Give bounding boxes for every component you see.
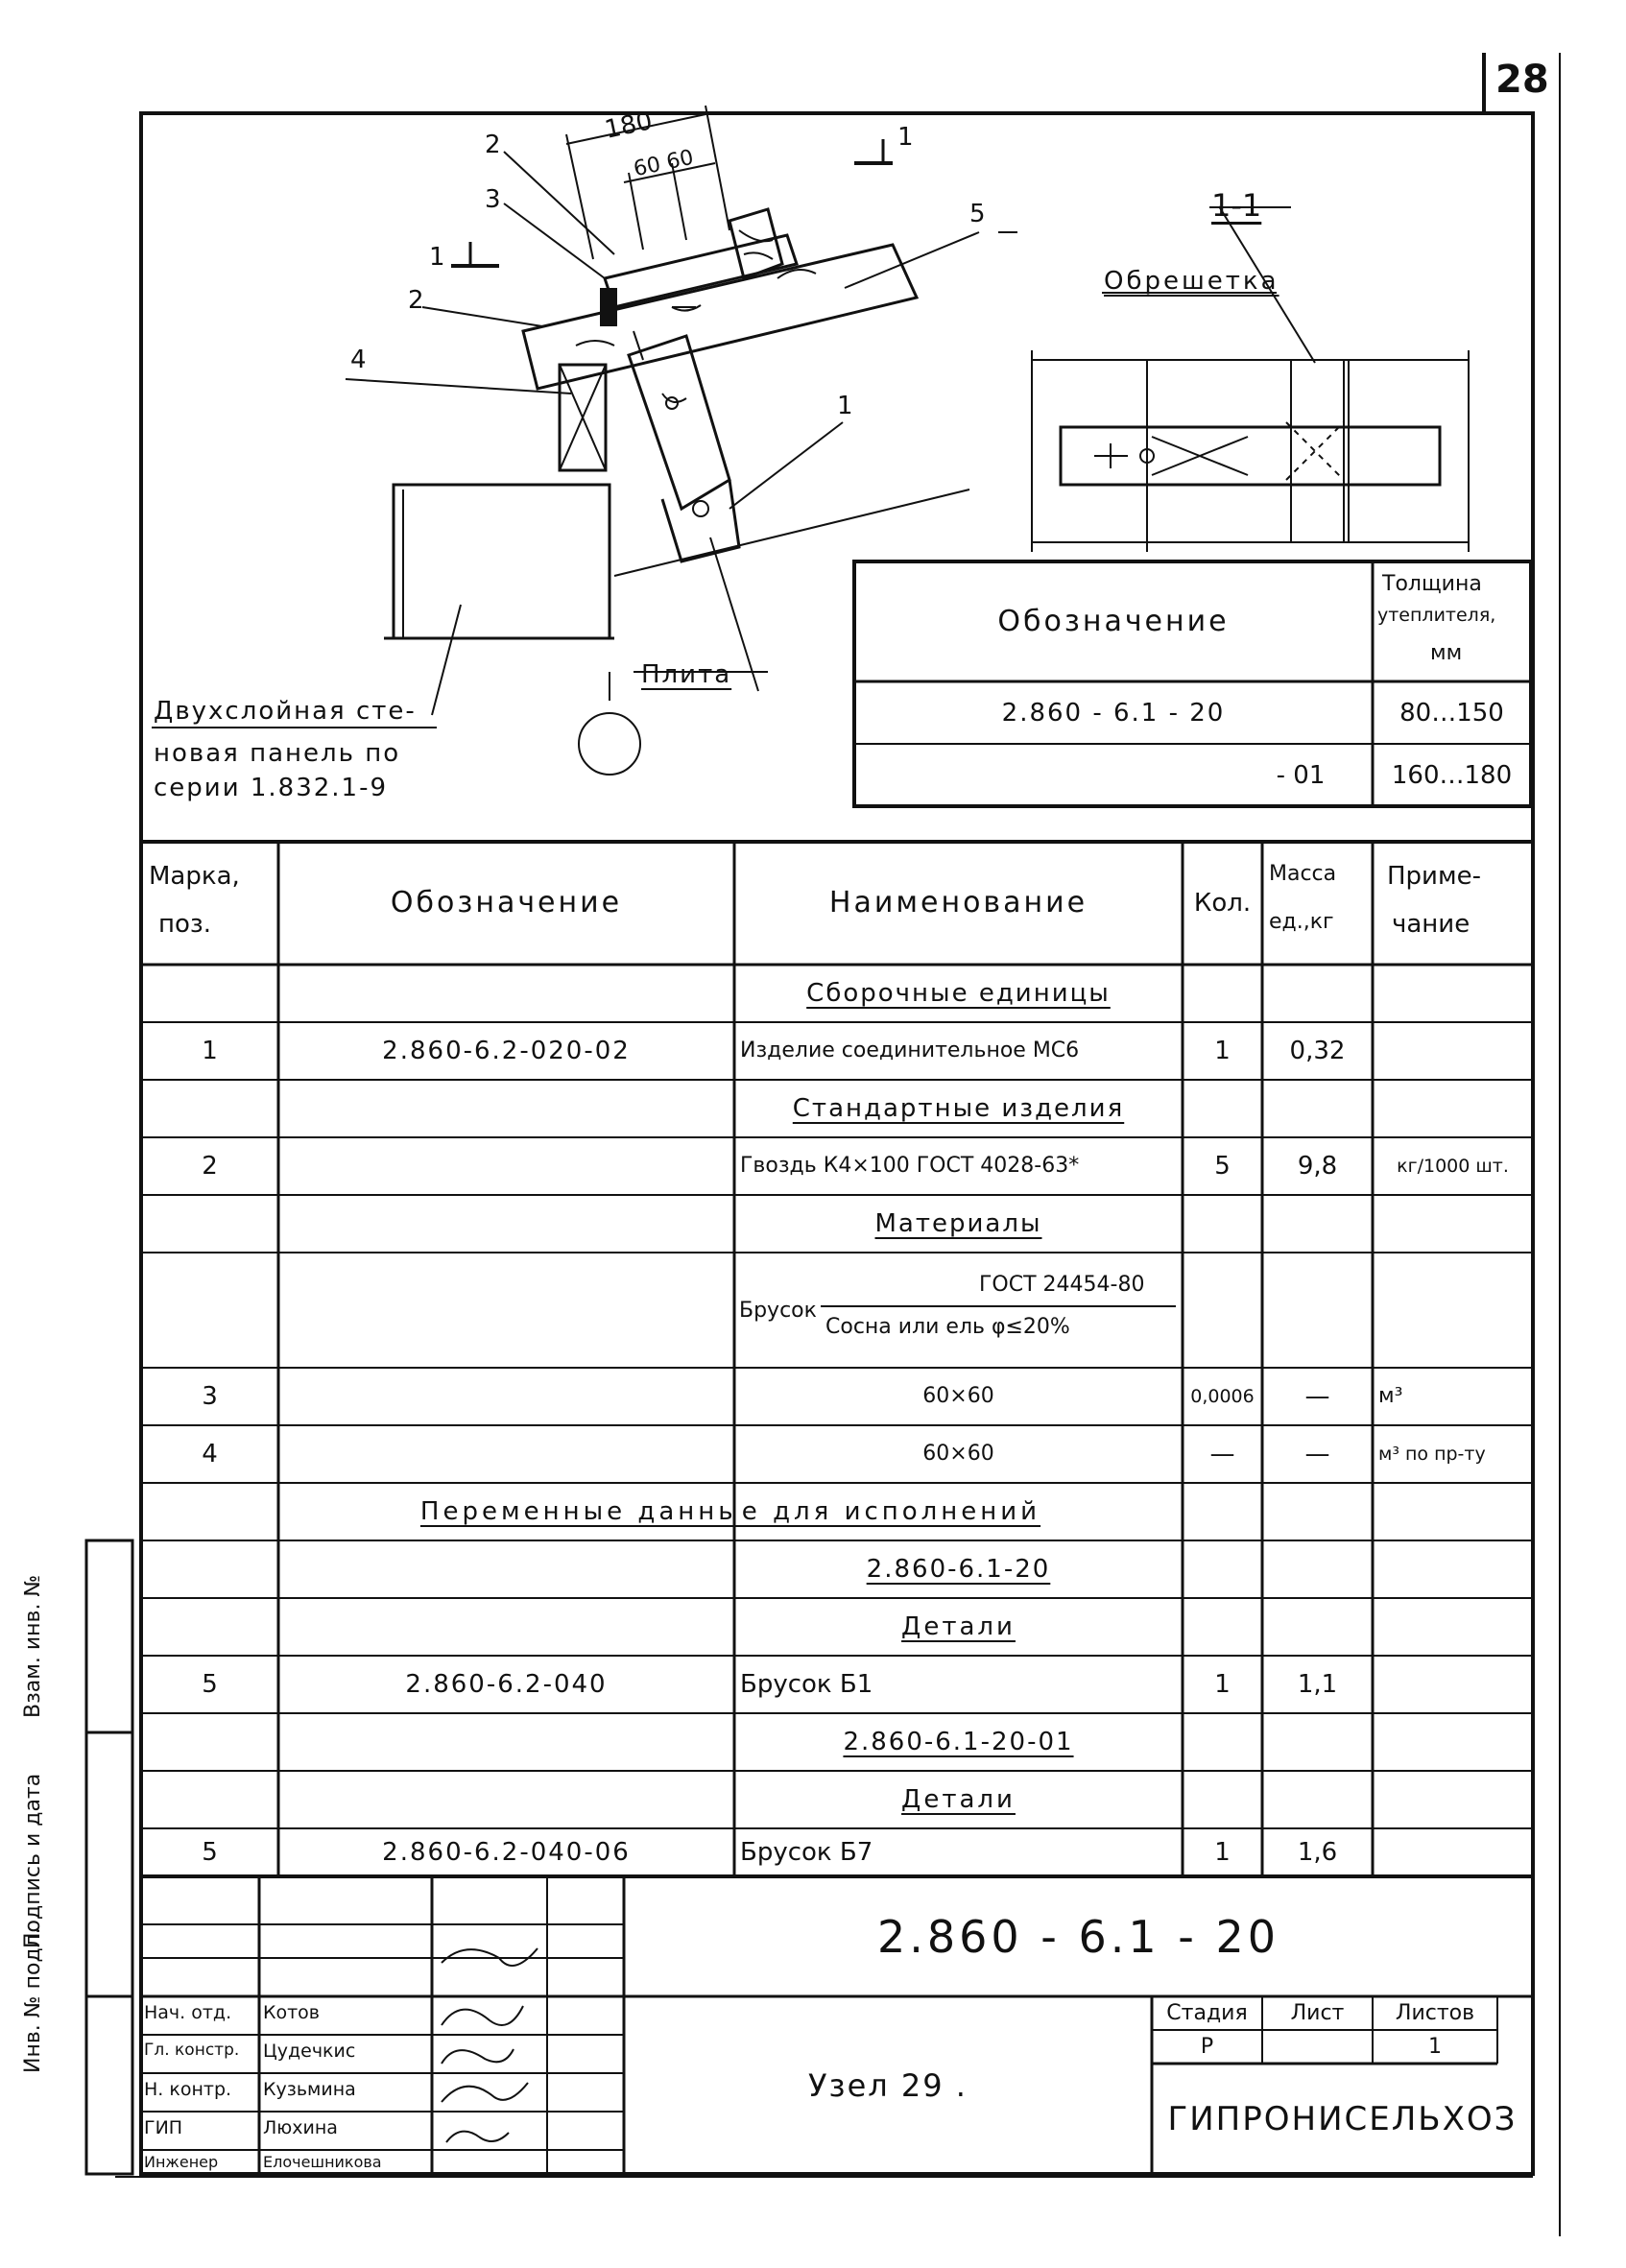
header-note-2: чание	[1392, 910, 1471, 939]
variant-header-thickness-3: мм	[1430, 641, 1463, 665]
section-mark-left: 1	[429, 243, 445, 272]
row-5b-name: Брусок Б7	[740, 1838, 873, 1867]
row-4-mass: —	[1304, 1440, 1330, 1468]
callout-2a: 2	[485, 131, 501, 159]
stage-header: Стадия	[1166, 2000, 1248, 2025]
material-name: Брусок	[739, 1299, 817, 1323]
row-5a-mark: 5	[202, 1670, 218, 1699]
row-1-mark: 1	[202, 1037, 218, 1065]
variant-row-2-designation: - 01	[1276, 760, 1326, 790]
header-note-1: Приме-	[1387, 862, 1481, 891]
variant-row-1-designation: 2.860 - 6.1 - 20	[1001, 698, 1226, 728]
side-label-inv-repl: Взам. инв. №	[21, 1574, 45, 1718]
row-5a-mass: 1,1	[1297, 1670, 1338, 1699]
section-standard: Стандартные изделия	[792, 1094, 1125, 1123]
signature-name-4: Люхина	[263, 2117, 338, 2138]
side-label-sign-date: Подпись и дата	[21, 1773, 45, 1948]
callout-1: 1	[837, 392, 853, 420]
row-4-note: м³ по пр-ту	[1378, 1443, 1486, 1465]
row-5a-name: Брусок Б1	[740, 1670, 873, 1699]
row-2-name: Гвоздь К4×100 ГОСТ 4028-63*	[740, 1154, 1080, 1178]
row-5a-qty: 1	[1214, 1670, 1231, 1699]
wall-label-2: новая панель по	[154, 739, 401, 768]
row-1-mass: 0,32	[1289, 1037, 1346, 1065]
row-1-name: Изделие соединительное МС6	[740, 1039, 1080, 1062]
sheets-value: 1	[1428, 2034, 1442, 2059]
row-4-qty: —	[1209, 1440, 1235, 1468]
signature-role-2: Гл. констр.	[144, 2041, 240, 2060]
row-2-note: кг/1000 шт.	[1397, 1155, 1509, 1177]
material-fraction-line	[821, 1305, 1176, 1307]
document-title: Узел 29 .	[808, 2066, 968, 2104]
row-5b-mark: 5	[202, 1838, 218, 1867]
header-qty: Кол.	[1193, 889, 1252, 918]
variant-header-thickness-2: утеплителя,	[1377, 605, 1496, 626]
sheet-header: Лист	[1290, 2000, 1345, 2025]
signature-name-3: Кузьмина	[263, 2079, 356, 2100]
row-3-note: м³	[1378, 1384, 1403, 1408]
callout-5: 5	[969, 200, 986, 228]
variant-header-thickness-1: Толщина	[1382, 572, 1482, 596]
row-2-mass: 9,8	[1297, 1152, 1338, 1181]
header-name: Наименование	[828, 886, 1088, 919]
stage-value: Р	[1200, 2034, 1214, 2059]
header-mark-2: поз.	[158, 910, 211, 939]
row-3-name: 60×60	[922, 1384, 994, 1408]
header-mark-1: Марка,	[149, 862, 240, 891]
organization-name: ГИПРОНИСЕЛЬХОЗ	[1167, 2099, 1518, 2138]
callout-3: 3	[485, 185, 501, 214]
row-1-designation: 2.860-6.2-020-02	[382, 1037, 631, 1065]
document-code: 2.860 - 6.1 - 20	[876, 1910, 1280, 1963]
variant-20-01-heading: 2.860-6.1-20-01	[843, 1728, 1074, 1756]
section-title: 1-1	[1211, 187, 1262, 224]
signature-name-5: Елочешникова	[263, 2153, 382, 2171]
row-3-mark: 3	[202, 1382, 218, 1411]
row-4-name: 60×60	[922, 1442, 994, 1466]
header-mass-1: Масса	[1269, 862, 1337, 886]
callout-4: 4	[350, 346, 367, 374]
variant-20-heading: 2.860-6.1-20	[866, 1555, 1051, 1584]
section-assembly: Сборочные единицы	[806, 979, 1111, 1008]
wall-label-3: серии 1.832.1-9	[154, 774, 389, 802]
row-5b-qty: 1	[1214, 1838, 1231, 1867]
signature-name-1: Котов	[263, 2002, 321, 2023]
signature-role-4: ГИП	[144, 2117, 183, 2138]
callout-2b: 2	[408, 286, 424, 315]
signature-role-3: Н. контр.	[144, 2079, 232, 2100]
header-mass-2: ед.,кг	[1269, 910, 1334, 934]
wall-label-1: Двухслойная сте-	[154, 697, 417, 726]
section-label: Обрешетка	[1104, 267, 1279, 296]
material-spec-text: Сосна или ель φ≤20%	[825, 1315, 1070, 1339]
row-4-mark: 4	[202, 1440, 218, 1468]
row-2-qty: 5	[1214, 1152, 1231, 1181]
parts-heading-1: Детали	[901, 1612, 1016, 1641]
variant-row-2-thickness: 160…180	[1391, 760, 1513, 790]
variant-row-1-thickness: 80…150	[1399, 698, 1504, 728]
sheet-number: 28	[1495, 58, 1549, 102]
row-3-qty: 0,0006	[1190, 1385, 1255, 1407]
variable-data-heading: Переменные данные для исполнений	[419, 1497, 1041, 1526]
signature-role-1: Нач. отд.	[144, 2002, 232, 2023]
sheets-header: Листов	[1395, 2000, 1475, 2025]
signature-role-5: Инженер	[144, 2153, 219, 2171]
section-materials: Материалы	[874, 1209, 1042, 1238]
plita-label: Плита	[641, 660, 732, 689]
parts-heading-2: Детали	[901, 1785, 1016, 1814]
row-3-mass: —	[1304, 1382, 1330, 1411]
row-2-mark: 2	[202, 1152, 218, 1181]
row-5b-designation: 2.860-6.2-040-06	[382, 1838, 631, 1867]
variant-header-designation: Обозначение	[997, 604, 1230, 638]
material-standard: ГОСТ 24454-80	[979, 1273, 1145, 1297]
row-1-qty: 1	[1214, 1037, 1231, 1065]
header-designation: Обозначение	[390, 886, 623, 919]
section-mark-top: 1	[897, 123, 914, 152]
row-5b-mass: 1,6	[1297, 1838, 1338, 1867]
signature-name-2: Цудечкис	[263, 2041, 356, 2062]
row-5a-designation: 2.860-6.2-040	[405, 1670, 608, 1699]
